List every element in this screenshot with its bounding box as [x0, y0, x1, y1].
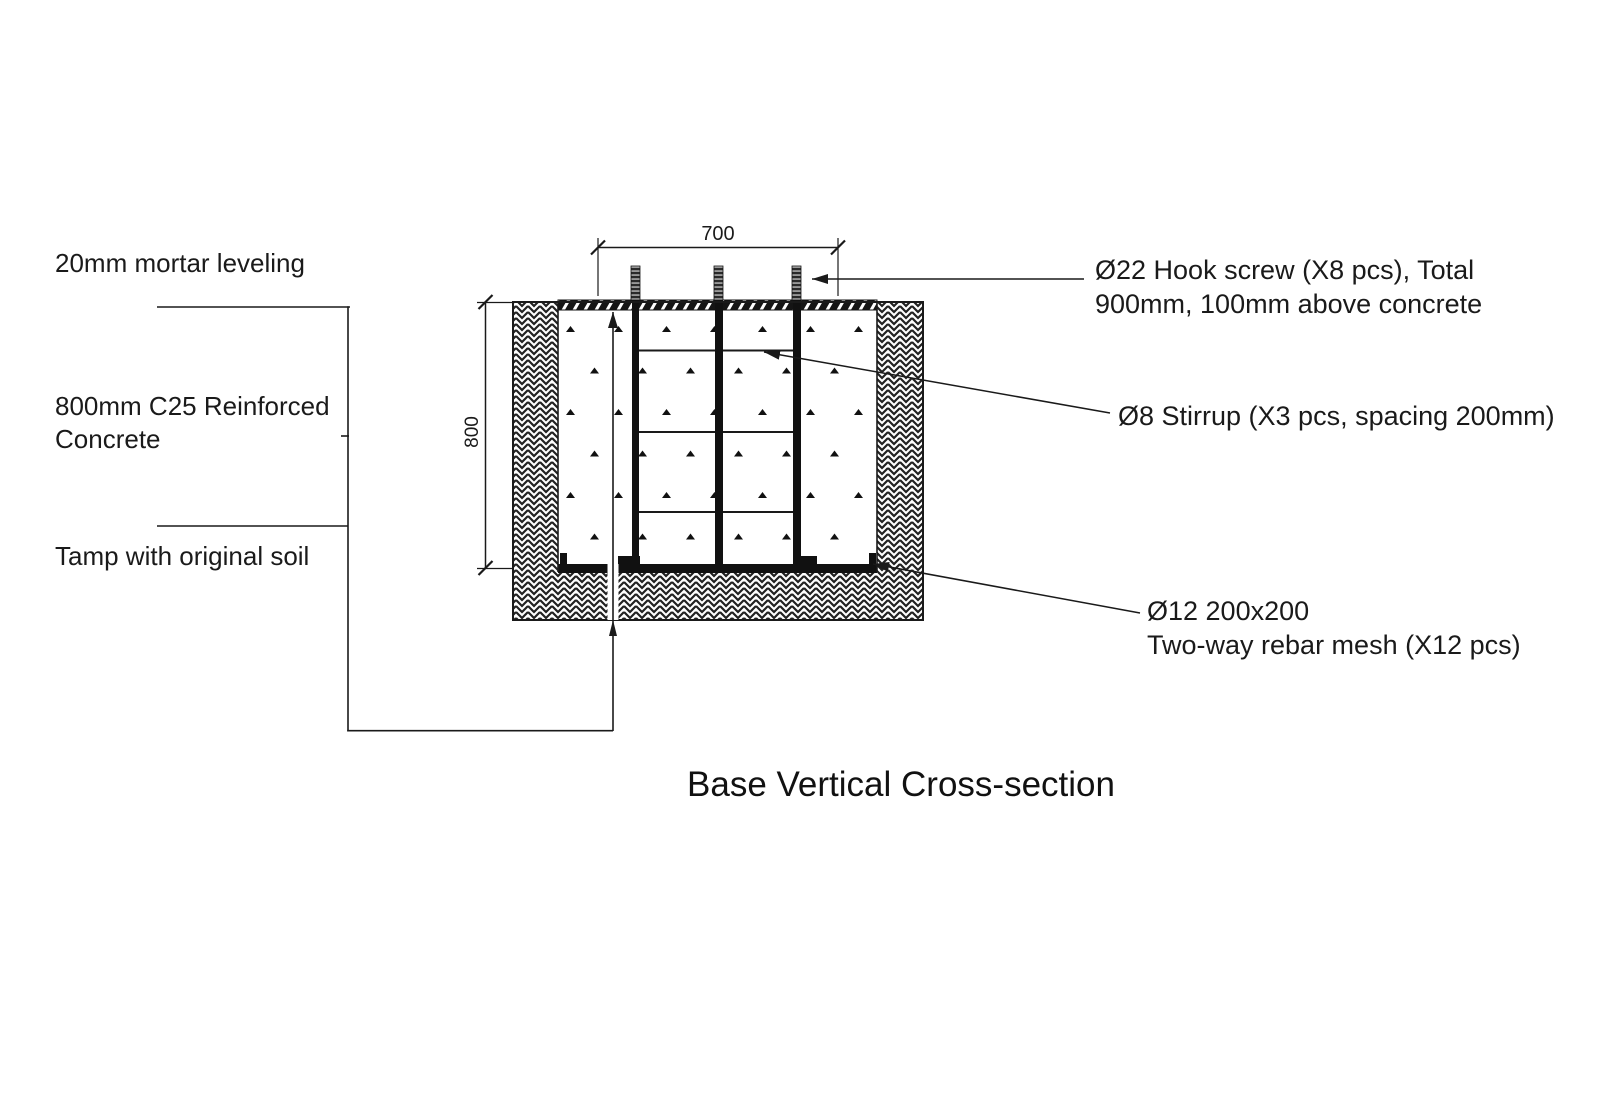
label-stirrup: Ø8 Stirrup (X3 pcs, spacing 200mm)	[1118, 401, 1555, 431]
label-hook-screw-line2: 900mm, 100mm above concrete	[1095, 289, 1483, 319]
leader-rebar-mesh	[872, 561, 1141, 614]
dimension-700	[590, 238, 846, 296]
drawing-outlines	[512, 301, 924, 621]
label-rebar-mesh: Ø12 200x200 Two-way rebar mesh (X12 pcs)	[1147, 594, 1521, 662]
label-tamp-soil: Tamp with original soil	[55, 541, 310, 571]
dim-tick	[477, 560, 494, 576]
hook-screw-studs	[630, 265, 802, 301]
dim-tick	[590, 239, 606, 256]
dim-text-800: 800	[462, 416, 483, 448]
rebar-column	[793, 300, 801, 564]
rebar-mesh-bar	[558, 553, 877, 573]
mesh-foot	[618, 556, 640, 573]
dim-tick	[477, 294, 494, 310]
drawing-title: Base Vertical Cross-section	[687, 765, 1115, 804]
leader-stirrup	[763, 349, 1111, 414]
hook-screw-stud	[791, 265, 802, 301]
label-hook-screw: Ø22 Hook screw (X8 pcs), Total 900mm, 10…	[1095, 253, 1482, 321]
leader-to-soil-arrowhead	[609, 620, 617, 636]
label-reinforced-concrete: 800mm C25 Reinforced Concrete	[55, 390, 330, 456]
label-rebar-mesh-line2: Two-way rebar mesh (X12 pcs)	[1147, 630, 1521, 660]
mesh-foot	[795, 556, 817, 573]
dimension-800	[477, 294, 513, 576]
right-leaders	[763, 274, 1141, 614]
dim-text-700: 700	[701, 223, 735, 245]
label-rebar-mesh-line1: Ø12 200x200	[1147, 596, 1310, 626]
soil-hatch-region	[513, 302, 923, 620]
left-callout-bracket	[157, 306, 613, 732]
label-reinforced-concrete-line2: Concrete	[55, 424, 161, 454]
mesh-end-hook	[560, 553, 567, 565]
rebar-column	[715, 300, 723, 564]
label-reinforced-concrete-line1: 800mm C25 Reinforced	[55, 391, 330, 421]
rebar-column	[632, 300, 639, 564]
label-hook-screw-line1: Ø22 Hook screw (X8 pcs), Total	[1095, 255, 1475, 285]
hook-screw-stud	[630, 265, 641, 301]
mesh-end-hook	[869, 553, 876, 565]
label-mortar-leveling: 20mm mortar leveling	[55, 248, 305, 278]
vertical-rebars	[632, 300, 801, 564]
dim-tick	[830, 239, 846, 256]
hook-screw-stud	[713, 265, 724, 301]
